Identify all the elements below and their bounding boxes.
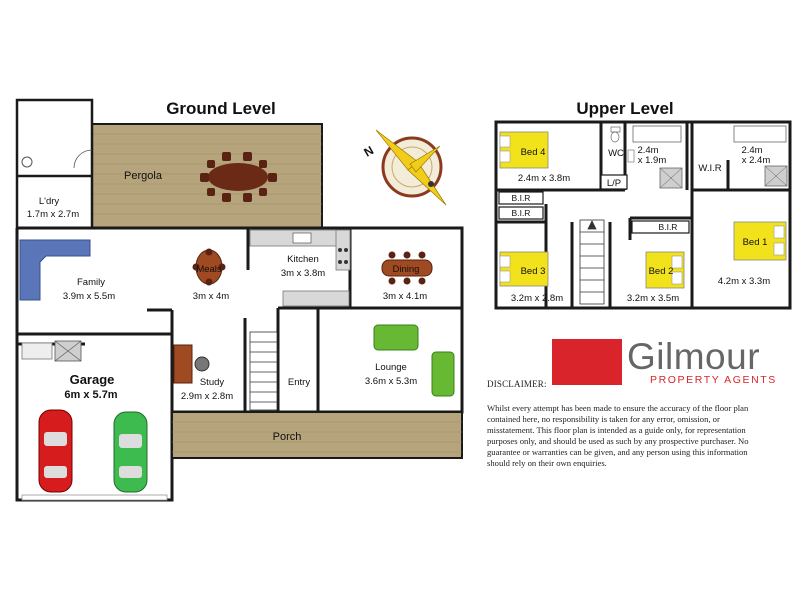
pergola-deck: [91, 123, 323, 229]
garage-utility-icon: [21, 340, 82, 362]
bed3-label: Bed 3: [521, 266, 546, 277]
bath1-dim-a: 2.4m: [637, 145, 658, 156]
bir2-box: [498, 206, 544, 220]
laundry-door-icon: [73, 149, 93, 169]
brand-tagline: PROPERTY AGENTS: [650, 374, 777, 386]
upper-level-title: Upper Level: [576, 99, 673, 118]
pergola-label: Pergola: [124, 170, 163, 182]
ground-stairs-icon: [249, 331, 278, 411]
family-dimensions: 3.9m x 5.5m: [63, 291, 115, 302]
meals-label: Meals: [196, 264, 222, 275]
bath2-dim-a: 2.4m: [741, 145, 762, 156]
bath1-fixtures-icon: [627, 125, 683, 189]
laundry-tub-icon: [21, 156, 33, 168]
bir3-label: B.I.R: [659, 222, 678, 232]
meals-dimensions: 3m x 4m: [193, 291, 230, 302]
entry-label: Entry: [288, 377, 310, 388]
garage-label: Garage: [70, 372, 115, 387]
ground-level-title: Ground Level: [166, 99, 276, 118]
logo-red-square: [552, 339, 622, 385]
bed1-dimensions: 4.2m x 3.3m: [718, 276, 770, 287]
dining-label: Dining: [393, 264, 420, 275]
bath2-fixtures-icon: [733, 125, 788, 187]
linen-press: [600, 174, 628, 190]
bir2-label: B.I.R: [512, 208, 531, 218]
compass-north-label: N: [362, 143, 377, 159]
bed4-dimensions: 2.4m x 3.8m: [518, 173, 570, 184]
porch-label: Porch: [273, 431, 302, 443]
bed1-label: Bed 1: [743, 237, 768, 248]
kitchen-dimensions: 3m x 3.8m: [281, 268, 325, 279]
laundry-label: L'dry: [39, 196, 60, 207]
brand-name: Gilmour: [627, 336, 761, 377]
dining-table-icon: [381, 251, 433, 285]
upper-stairs-icon: [579, 219, 605, 305]
green-car-icon: [113, 411, 148, 493]
bath1-dim-b: x 1.9m: [638, 155, 667, 166]
study-desk-icon: [173, 344, 210, 384]
study-dimensions: 2.9m x 2.8m: [181, 391, 233, 402]
bed3-icon: [499, 251, 549, 287]
wir-label: W.I.R: [698, 163, 721, 174]
meals-table-icon: [192, 248, 226, 286]
porch-deck: [171, 411, 463, 459]
garage-door: [21, 494, 168, 501]
bed1-icon: [733, 221, 787, 261]
bed4-label: Bed 4: [521, 147, 546, 158]
garage-dimensions: 6m x 5.7m: [64, 389, 117, 401]
lounge-sofa-icon: [373, 324, 455, 397]
family-sofa-icon: [19, 239, 91, 301]
kitchen-label: Kitchen: [287, 254, 319, 265]
dining-dimensions: 3m x 4.1m: [383, 291, 427, 302]
study-label: Study: [200, 377, 225, 388]
lounge-label: Lounge: [375, 362, 407, 373]
family-label: Family: [77, 277, 105, 288]
disclaimer-heading: DISCLAIMER:: [487, 379, 547, 389]
kitchen-bench-icon: [249, 229, 351, 307]
bed4-icon: [499, 131, 549, 169]
bir1-box: [498, 191, 544, 205]
laundry-dimensions: 1.7m x 2.7m: [27, 209, 79, 220]
bed2-dimensions: 3.2m x 3.5m: [627, 293, 679, 304]
compass-icon: [375, 129, 447, 206]
wc-toilet-icon: [610, 126, 621, 143]
red-car-icon: [38, 409, 73, 493]
lp-label: L/P: [607, 178, 621, 189]
lounge-dimensions: 3.6m x 5.3m: [365, 376, 417, 387]
bir3-box: [631, 220, 690, 234]
disclaimer: DISCLAIMER: Whilst every attempt has bee…: [487, 379, 757, 469]
wc-label: WC: [608, 148, 624, 159]
disclaimer-body: Whilst every attempt has been made to en…: [487, 403, 749, 468]
bir1-label: B.I.R: [512, 193, 531, 203]
bed2-label: Bed 2: [649, 266, 674, 277]
bed3-dimensions: 3.2m x 2.8m: [511, 293, 563, 304]
pergola-table-icon: [200, 152, 277, 202]
bath2-dim-b: x 2.4m: [742, 155, 771, 166]
bed2-icon: [645, 251, 685, 289]
